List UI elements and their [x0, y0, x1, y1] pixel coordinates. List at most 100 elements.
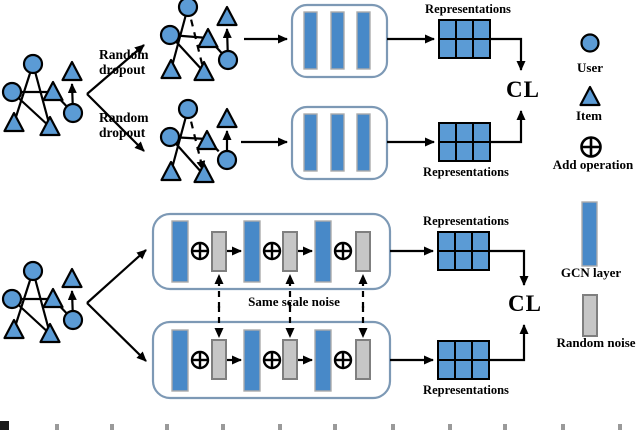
noise-encoder-box-top	[151, 212, 392, 291]
random-noise-bar	[211, 231, 227, 272]
user-node	[62, 102, 84, 124]
user-node	[1, 81, 23, 103]
representations-label-bottom-1: Representations	[423, 214, 509, 228]
random-noise-bar	[282, 231, 298, 272]
user-node	[217, 49, 239, 71]
gcn-layer-bar	[314, 329, 332, 392]
cl-connector-down	[490, 37, 526, 71]
gcn-layer-bar	[356, 113, 371, 172]
item-node	[216, 107, 238, 129]
top-original-graph	[1, 53, 84, 137]
gcn-layer-bar	[171, 329, 189, 392]
random-noise-icon	[582, 294, 598, 337]
random-noise-bar	[282, 339, 298, 380]
user-node	[1, 288, 23, 310]
graph-edge	[12, 270, 35, 331]
top-branch-arrows	[86, 44, 145, 152]
representations-label-top-1: Representations	[425, 2, 511, 16]
item-icon	[579, 85, 601, 107]
branch-arrow	[86, 93, 145, 152]
graph-edge	[31, 270, 52, 335]
add-operation-icon	[262, 241, 282, 261]
user-node	[159, 24, 181, 46]
add-operation-icon	[190, 350, 210, 370]
add-operation-icon	[580, 136, 602, 158]
cl-label-bottom: CL	[508, 291, 542, 316]
noise-dashed-connectors	[214, 274, 368, 338]
item-node	[39, 115, 61, 137]
user-node	[159, 126, 181, 148]
gcn-layer-bar	[314, 220, 332, 283]
item-node	[42, 80, 64, 102]
gcn-layer-bar	[243, 220, 261, 283]
item-node	[61, 60, 83, 82]
item-node	[193, 162, 215, 184]
user-node	[177, 98, 199, 120]
add-operation-icon	[333, 241, 353, 261]
augmented-graph-2	[159, 98, 238, 184]
gcn-layer-bar	[356, 11, 371, 70]
representation-grid-3	[437, 231, 490, 271]
random-noise-bar	[355, 231, 371, 272]
graph-edge	[169, 6, 190, 71]
random-noise-bar	[211, 339, 227, 380]
add-operation-icon	[333, 350, 353, 370]
item-node	[39, 322, 61, 344]
gcn-layer-bar	[243, 329, 261, 392]
graph-edge-dashed	[186, 6, 206, 73]
gcn-layer-bar	[330, 11, 345, 70]
legend-label-random-noise: Random noise	[556, 335, 636, 350]
cropped-caption-fragments	[0, 421, 622, 430]
gcn-layer-bar	[171, 220, 189, 283]
user-node	[177, 0, 199, 18]
user-node	[216, 149, 238, 171]
item-node	[197, 27, 219, 49]
legend-label-add-operation: Add operation	[552, 157, 634, 172]
cl-connector-up	[489, 324, 529, 362]
representation-grid-2	[438, 122, 491, 162]
add-operation-icon	[262, 350, 282, 370]
item-node	[193, 60, 215, 82]
gcn-encoder-box-2	[290, 105, 389, 181]
branch-arrow	[86, 249, 147, 304]
item-node	[160, 160, 182, 182]
user-node	[62, 309, 84, 331]
add-operation-icon	[190, 241, 210, 261]
gcn-layer-bar	[303, 11, 318, 70]
gcn-encoder-box-1	[290, 3, 389, 79]
legend-label-gcn-layer: GCN layer	[560, 265, 622, 280]
representation-grid-1	[438, 19, 491, 59]
item-node	[61, 267, 83, 289]
item-node	[160, 58, 182, 80]
bottom-original-graph	[1, 260, 84, 344]
graph-edge	[31, 63, 52, 128]
legend-label-user: User	[577, 60, 603, 75]
gcn-layer-bar	[330, 113, 345, 172]
cl-label-top: CL	[506, 77, 540, 102]
same-scale-noise-label: Same scale noise	[248, 294, 340, 309]
augmented-graph-1	[159, 0, 239, 82]
bottom-branch-arrows	[86, 249, 147, 362]
random-dropout-label-1: Random dropout	[99, 47, 149, 78]
representations-label-bottom-2: Representations	[423, 383, 509, 397]
user-node	[22, 53, 44, 75]
branch-arrow	[86, 302, 147, 362]
item-node	[216, 5, 238, 27]
item-node	[42, 287, 64, 309]
branch-arrow	[86, 44, 145, 95]
cl-connector-down	[489, 249, 529, 286]
representation-grid-4	[437, 340, 490, 380]
user-icon	[580, 33, 600, 53]
random-noise-bar	[355, 339, 371, 380]
gcn-layer-bar	[303, 113, 318, 172]
item-node	[3, 111, 25, 133]
legend-icons	[579, 33, 602, 337]
random-dropout-label-2: Random dropout	[99, 110, 149, 141]
legend-label-item: Item	[576, 108, 602, 123]
gcn-layer-icon	[581, 201, 598, 267]
item-node	[196, 129, 218, 151]
user-node	[22, 260, 44, 282]
noise-encoder-box-bottom	[151, 320, 392, 400]
